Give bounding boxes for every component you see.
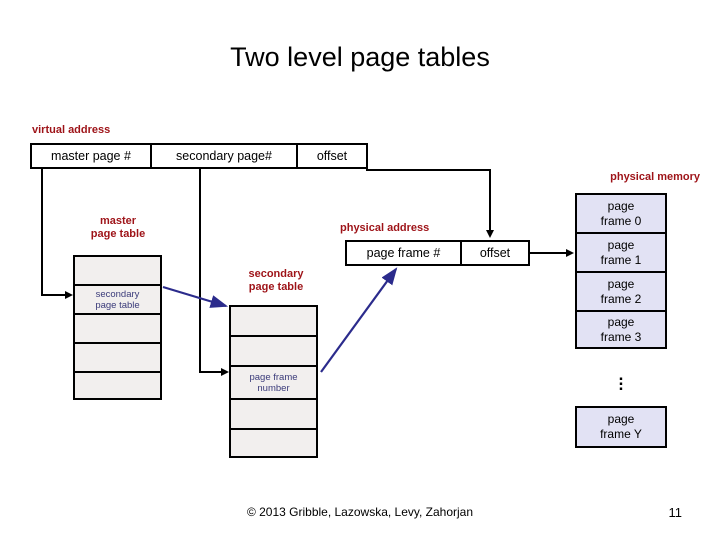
pa-field-page-frame-number[interactable]: page frame # (345, 240, 462, 266)
page-frame-y[interactable]: page frame Y (575, 406, 667, 448)
page-frame-3-line1: page (607, 314, 635, 329)
page-frame-1-line2: frame 1 (600, 252, 642, 267)
page-frame-3-line2: frame 3 (600, 329, 642, 344)
connector-offset-vert (489, 169, 491, 231)
connector-secondary-vert (199, 169, 201, 373)
connector-secondary-arrow (221, 367, 229, 376)
secondary-page-table-label-line1: secondary (248, 268, 304, 280)
secondary-page-table-label-line2: page table (248, 281, 304, 293)
page-frame-1-line1: page (607, 237, 635, 252)
master-page-table-label-line1: master (99, 215, 137, 227)
page-frame-0[interactable]: page frame 0 (575, 193, 667, 232)
master-page-table-row[interactable] (75, 315, 160, 344)
master-page-table-row[interactable] (75, 373, 160, 402)
page-frame-1[interactable]: page frame 1 (575, 232, 667, 271)
page-frame-2-line2: frame 2 (600, 291, 642, 306)
va-field-secondary-page-number[interactable]: secondary page# (152, 143, 298, 169)
connector-offset-horiz-top (366, 169, 491, 171)
frames-ellipsis-icon: ... (618, 365, 624, 394)
page-frame-2-line1: page (607, 276, 635, 291)
connector-pa-to-memory (530, 252, 568, 254)
footer-credit: © 2013 Gribble, Lazowska, Levy, Zahorjan (246, 505, 474, 519)
secondary-page-table-label: secondary page table (210, 268, 342, 294)
physical-memory-label: physical memory (610, 171, 700, 183)
connector-master-vert (41, 169, 43, 296)
page-frame-2[interactable]: page frame 2 (575, 271, 667, 310)
master-page-table-label: master page table (52, 215, 184, 241)
master-page-table-row[interactable] (75, 257, 160, 286)
connector-master-horiz (41, 294, 66, 296)
master-page-table-row[interactable] (75, 344, 160, 373)
page-frame-3[interactable]: page frame 3 (575, 310, 667, 349)
va-field-offset[interactable]: offset (298, 143, 368, 169)
master-page-table: secondary page table (73, 255, 162, 400)
master-entry-line2: page table (95, 299, 140, 311)
page-frame-0-line1: page (607, 198, 635, 213)
secondary-page-table-row-frame-number[interactable]: page frame number (231, 367, 316, 400)
master-page-table-row-secondary[interactable]: secondary page table (75, 286, 160, 315)
pa-field-offset[interactable]: offset (462, 240, 530, 266)
secondary-page-table-row[interactable] (231, 307, 316, 337)
connector-master-arrow (65, 290, 73, 299)
connector-offset-arrow (485, 230, 494, 238)
master-page-table-label-line2: page table (90, 228, 146, 240)
physical-address-label: physical address (340, 222, 430, 234)
connector-pa-to-memory-arrow (566, 248, 574, 257)
page-title: Two level page tables (230, 42, 490, 72)
secondary-page-table-row[interactable] (231, 400, 316, 430)
page-frame-y-line2: frame Y (600, 427, 642, 441)
virtual-address-label: virtual address (32, 124, 111, 136)
page-frame-y-line1: page (607, 412, 635, 426)
page-number: 11 (668, 505, 683, 520)
page-frame-0-line2: frame 0 (600, 213, 642, 228)
secondary-page-table-row[interactable] (231, 430, 316, 460)
secondary-page-table-row[interactable] (231, 337, 316, 367)
secondary-entry-line2: number (257, 382, 290, 394)
secondary-page-table: page frame number (229, 305, 318, 458)
connector-secondary-horiz (199, 371, 222, 373)
secondary-entry-line1: page frame (249, 371, 298, 383)
va-field-master-page-number[interactable]: master page # (30, 143, 152, 169)
master-entry-line1: secondary (95, 288, 140, 300)
